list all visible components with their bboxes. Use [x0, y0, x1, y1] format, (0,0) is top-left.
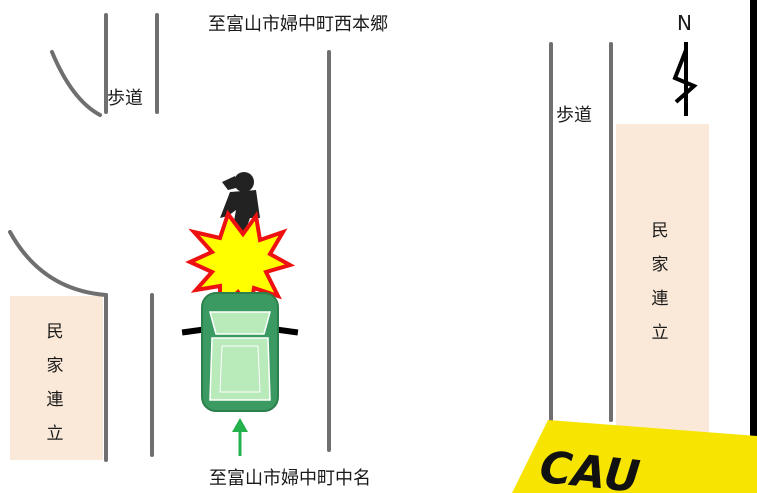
north-arrow-icon	[672, 42, 698, 116]
right-border	[750, 0, 757, 493]
car-icon	[181, 292, 299, 412]
road-lines	[8, 13, 613, 462]
house-block-left	[10, 296, 103, 460]
house-label-left-char: 民	[46, 322, 64, 342]
sidewalk-label-left: 歩道	[107, 88, 143, 109]
travel-direction-arrow-icon	[232, 418, 248, 456]
house-label-right-char: 連	[651, 289, 669, 309]
compass-label: N	[677, 11, 692, 35]
corner-curve-top	[50, 50, 102, 117]
house-label-left: 民 家 連 立	[40, 315, 70, 451]
house-block-right	[616, 124, 709, 438]
house-label-right-char: 民	[651, 221, 669, 241]
destination-label-north: 至富山市婦中町西本郷	[208, 14, 388, 35]
house-label-right: 民 家 連 立	[645, 214, 675, 350]
house-label-left-char: 家	[46, 356, 64, 376]
house-label-right-char: 立	[651, 323, 669, 343]
pedestrian-icon	[220, 172, 260, 232]
house-label-left-char: 立	[46, 424, 64, 444]
corner-curve-bottom	[8, 230, 108, 297]
sidewalk-label-right: 歩道	[556, 105, 592, 126]
house-label-left-char: 連	[46, 390, 64, 410]
caution-tape-icon: CAU	[512, 420, 757, 493]
house-label-right-char: 家	[651, 255, 669, 275]
caution-tape-text: CAU	[537, 442, 642, 493]
destination-label-south: 至富山市婦中町中名	[209, 468, 371, 489]
